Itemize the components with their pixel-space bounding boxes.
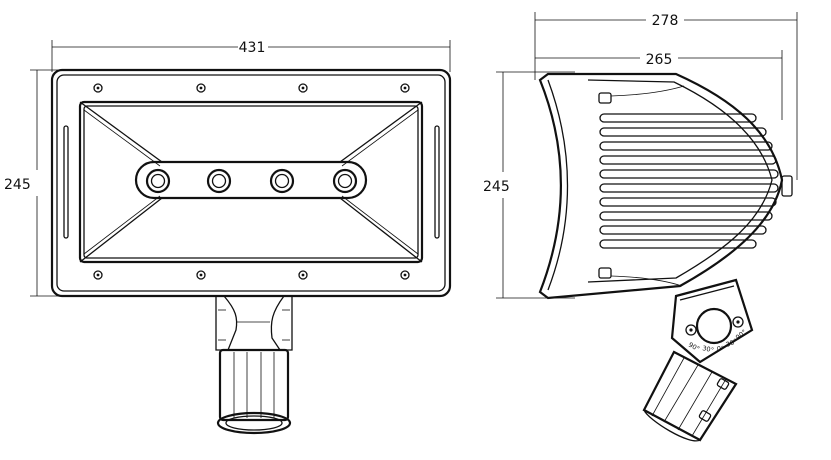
- side-rear-knob: [781, 175, 793, 197]
- side-overall-depth-dimension: 278: [534, 12, 798, 180]
- side-slipfitter: [642, 350, 738, 442]
- front-led-lenses: [145, 168, 358, 194]
- front-housing: [50, 68, 452, 298]
- front-left-slot: [63, 125, 69, 239]
- side-body-depth-dimension: 265: [535, 50, 783, 120]
- front-housing-inner-edge: [56, 74, 446, 292]
- side-knuckle: [670, 278, 754, 364]
- side-view: 278 265 245: [483, 12, 798, 442]
- side-housing: [538, 72, 784, 300]
- front-screws: [93, 83, 410, 280]
- front-mount-knuckle: [215, 295, 293, 351]
- side-knuckle-pivot: [695, 307, 733, 345]
- front-height-label: 245: [4, 177, 31, 193]
- side-heatsink-fins: [599, 113, 779, 249]
- front-right-slot: [434, 125, 440, 239]
- side-body-depth-label: 265: [646, 52, 673, 68]
- tilt-label-4: 30°: [725, 337, 739, 349]
- front-width-label: 431: [239, 40, 266, 56]
- front-slipfitter: [216, 348, 292, 435]
- front-reflector: [78, 100, 424, 264]
- front-height-dimension: 245: [4, 69, 62, 297]
- front-width-dimension: 431: [51, 40, 451, 72]
- side-height-dimension: 245: [483, 71, 575, 299]
- side-overall-depth-label: 278: [652, 13, 679, 29]
- side-height-label: 245: [483, 179, 510, 195]
- side-tilt-scale: 90° 30° 0° 30° 90°: [687, 328, 748, 354]
- tilt-label-3: 0°: [717, 344, 725, 352]
- front-led-bar: [134, 160, 368, 200]
- front-view: 431 245: [4, 40, 452, 435]
- tilt-label-2: 30°: [702, 344, 715, 354]
